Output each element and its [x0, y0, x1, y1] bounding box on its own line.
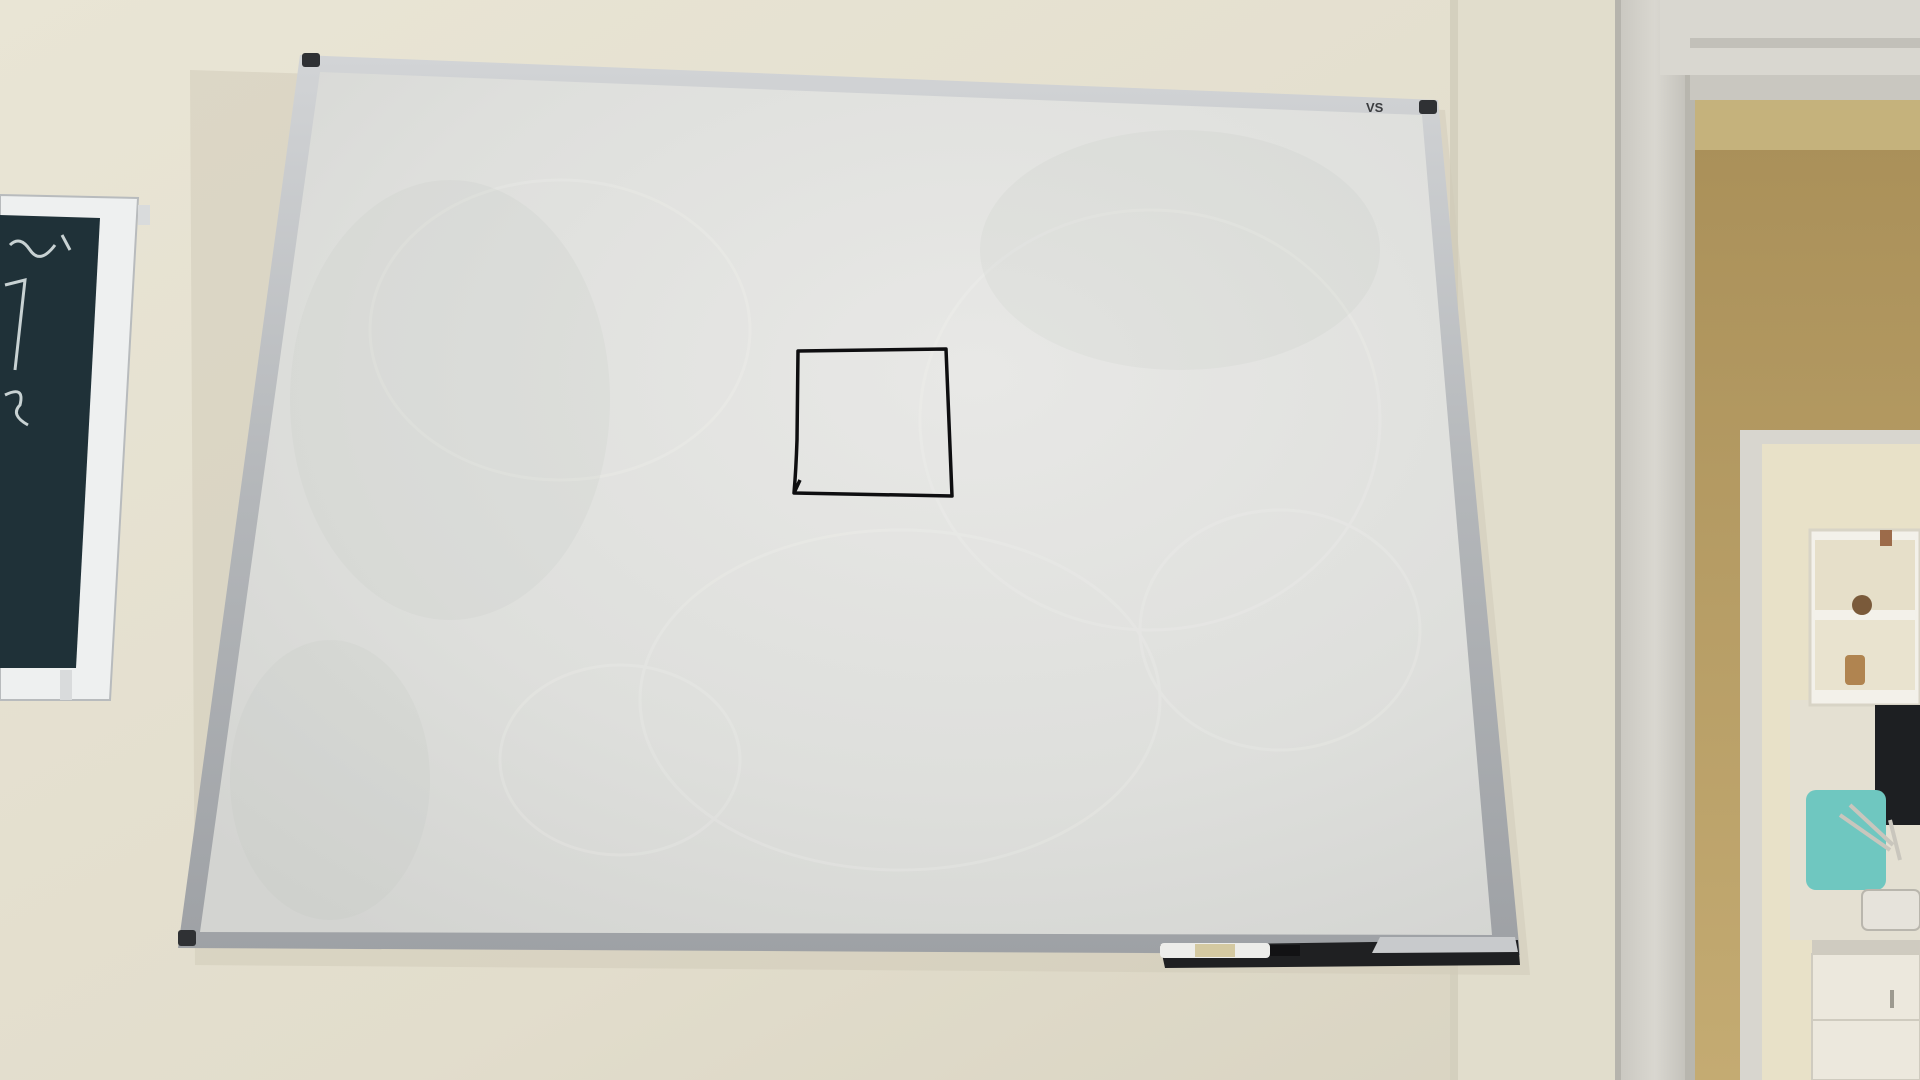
doorway [1690, 100, 1920, 1080]
frame-corner-top-right [1419, 100, 1437, 114]
counter [1812, 940, 1920, 954]
grey-smudges [230, 130, 1380, 920]
drawn-square [792, 347, 954, 498]
frame-corner-top-left [302, 53, 320, 67]
whiteboard-surface [200, 72, 1492, 935]
frame-corner-bottom-left [178, 930, 196, 946]
whiteboard: VS [178, 53, 1530, 975]
door-trim [1615, 0, 1920, 1080]
chalkboard [0, 193, 150, 701]
erase-smudges [368, 178, 1422, 872]
pot [1861, 889, 1920, 931]
teal-board [1806, 790, 1886, 890]
cabinet [1811, 953, 1920, 1080]
brand-logo: VS [1366, 100, 1384, 115]
utensils [1838, 803, 1902, 861]
kitchen-shelf [1808, 528, 1920, 707]
marker-tray [1160, 937, 1520, 968]
doorway-header [1690, 100, 1920, 150]
